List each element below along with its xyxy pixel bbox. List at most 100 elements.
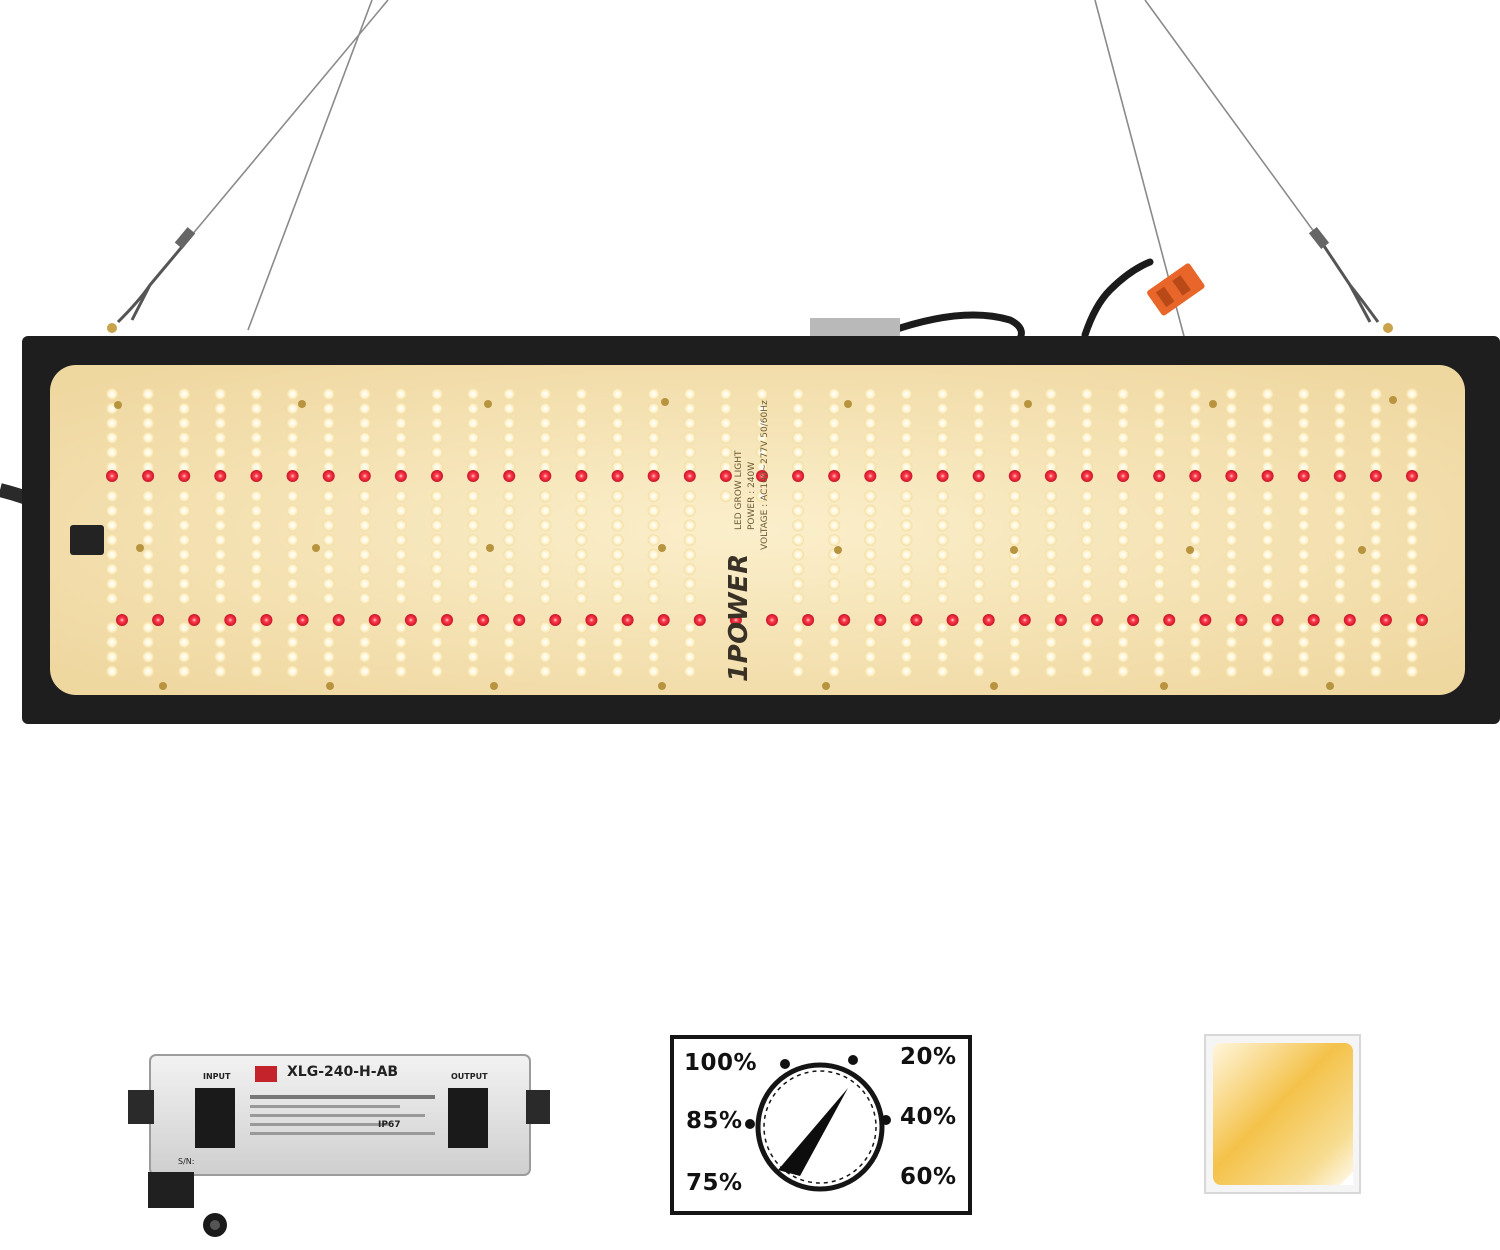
white-led <box>394 534 407 546</box>
white-led <box>1189 504 1202 517</box>
white-led <box>358 534 371 546</box>
white-led <box>900 592 913 605</box>
white-led <box>322 548 335 561</box>
red-led <box>828 470 841 482</box>
red-led <box>982 614 995 626</box>
white-led <box>106 650 118 663</box>
white-led <box>1081 504 1093 517</box>
white-led <box>647 417 660 430</box>
dimmer-card <box>670 1035 972 1215</box>
white-led <box>1261 519 1274 532</box>
white-led <box>1044 548 1057 561</box>
white-led <box>214 577 227 590</box>
white-led <box>178 577 191 590</box>
white-led <box>394 650 407 663</box>
white-led <box>719 417 732 430</box>
white-led <box>250 402 263 415</box>
red-led <box>647 470 660 482</box>
white-led <box>178 650 191 663</box>
white-led <box>394 592 407 605</box>
white-led <box>792 665 805 678</box>
white-led <box>503 548 516 561</box>
white-led <box>467 636 480 649</box>
white-led <box>611 592 624 605</box>
white-led <box>719 490 732 503</box>
white-led <box>1297 577 1310 590</box>
spec-text-line3: VOLTAGE : AC100~277V 50/60Hz <box>760 400 770 550</box>
white-led <box>1117 388 1130 400</box>
white-led <box>972 636 985 649</box>
white-led <box>792 461 805 473</box>
white-led <box>467 402 480 415</box>
red-led <box>1044 470 1057 482</box>
white-led <box>1008 563 1021 576</box>
white-led <box>1189 519 1202 532</box>
red-led <box>946 614 959 626</box>
white-led <box>539 650 552 663</box>
white-led <box>178 548 191 561</box>
white-led <box>1261 417 1274 430</box>
white-led <box>756 461 768 473</box>
white-led <box>250 665 263 678</box>
white-led <box>611 388 624 400</box>
red-led <box>1333 470 1346 482</box>
white-led <box>1369 490 1382 503</box>
white-led <box>1008 577 1021 590</box>
screw <box>1024 400 1032 408</box>
white-led <box>394 577 407 590</box>
red-led <box>188 614 201 626</box>
white-led <box>322 592 335 605</box>
white-led <box>1189 650 1202 663</box>
white-led <box>250 534 263 546</box>
white-led <box>1369 577 1382 590</box>
white-led <box>1261 592 1274 605</box>
white-led <box>611 519 624 532</box>
screw <box>990 682 998 690</box>
white-led <box>575 519 588 532</box>
white-led <box>1406 621 1418 634</box>
white-led <box>394 548 407 561</box>
white-led <box>358 388 371 400</box>
white-led <box>792 417 805 430</box>
red-led <box>1297 470 1310 482</box>
white-led <box>1369 504 1382 517</box>
white-led <box>142 402 155 415</box>
white-led <box>539 519 552 532</box>
white-led <box>792 388 805 400</box>
white-led <box>1153 504 1166 517</box>
white-led <box>178 490 191 503</box>
white-led <box>178 621 191 634</box>
red-led <box>549 614 562 626</box>
dimmer-label-100: 100% <box>684 1050 758 1076</box>
hanger-clips <box>107 227 1393 333</box>
white-led <box>864 665 877 678</box>
white-led <box>828 446 841 459</box>
white-led <box>575 577 588 590</box>
white-led <box>467 490 480 503</box>
white-led <box>467 665 480 678</box>
white-led <box>683 650 696 663</box>
white-led <box>106 563 118 576</box>
white-led <box>358 461 371 473</box>
white-led <box>394 461 407 473</box>
white-led <box>936 388 949 400</box>
white-led <box>1333 519 1346 532</box>
white-led <box>214 417 227 430</box>
white-led <box>1406 548 1418 561</box>
white-led <box>1406 650 1418 663</box>
screw <box>136 544 144 552</box>
white-led <box>142 519 155 532</box>
white-led <box>106 592 118 605</box>
white-led <box>431 577 443 590</box>
white-led <box>106 577 118 590</box>
screw <box>159 682 167 690</box>
white-led <box>1297 431 1310 444</box>
white-led <box>1406 461 1418 473</box>
white-led <box>972 665 985 678</box>
white-led <box>647 563 660 576</box>
red-led <box>106 470 118 482</box>
white-led <box>900 577 913 590</box>
white-led <box>936 577 949 590</box>
white-led <box>1008 665 1021 678</box>
white-led <box>467 621 480 634</box>
